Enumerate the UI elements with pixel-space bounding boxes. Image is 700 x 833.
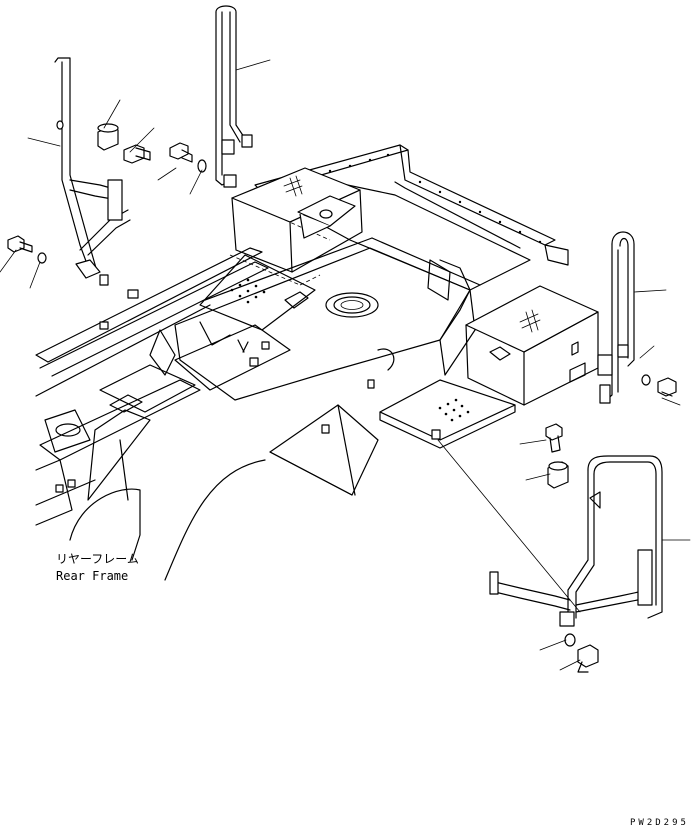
handrail-left: [54, 57, 131, 286]
leader-lines: [0, 59, 691, 671]
handrail-right-lower: [489, 455, 663, 627]
tray-hole-grid: [230, 278, 266, 304]
handrail-top: [215, 5, 253, 188]
tray-hole-grid-right: [438, 398, 470, 422]
rear-frame-label-en: Rear Frame: [56, 569, 129, 583]
rear-frame-label-jp: リヤーフレーム: [56, 552, 139, 566]
loose-parts: [7, 123, 677, 673]
drawing-code: PW2D295: [630, 818, 689, 828]
handrail-right-upper: [597, 231, 635, 404]
battery-box-right: [379, 285, 599, 449]
battery-box-left: [199, 167, 363, 353]
